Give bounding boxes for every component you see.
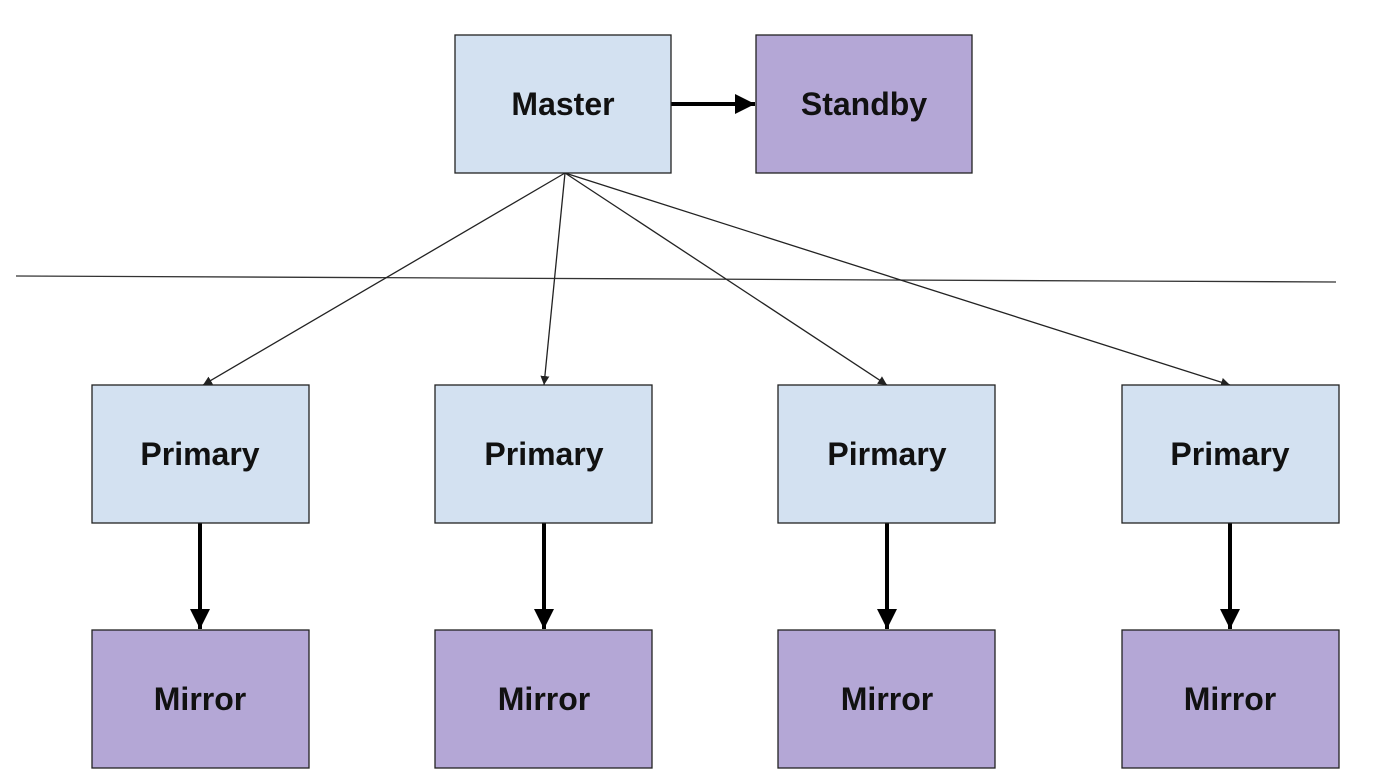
edge-master-to-primary-3 <box>564 172 888 386</box>
mirror-node-1[interactable]: Mirror <box>91 629 310 769</box>
mirror-box-1 <box>91 629 310 769</box>
divider-line <box>15 275 1337 283</box>
mirror-box-3 <box>777 629 996 769</box>
mirror-box-4 <box>1121 629 1340 769</box>
primary-node-3[interactable]: Pirmary <box>777 384 996 524</box>
edge-master-to-primary-2 <box>540 172 566 386</box>
mirror-node-4[interactable]: Mirror <box>1121 629 1340 769</box>
primary-label-1: Primary <box>140 436 259 472</box>
mirror-label-3: Mirror <box>841 681 933 717</box>
primary-label-3: Pirmary <box>827 436 946 472</box>
primary-node-1[interactable]: Primary <box>91 384 310 524</box>
primary-node-4[interactable]: Primary <box>1121 384 1340 524</box>
standby-node[interactable]: Standby <box>755 34 973 174</box>
primary-box-4 <box>1121 384 1340 524</box>
primary-label-4: Primary <box>1170 436 1289 472</box>
mirror-node-2[interactable]: Mirror <box>434 629 653 769</box>
mirror-node-3[interactable]: Mirror <box>777 629 996 769</box>
mirror-label-2: Mirror <box>498 681 590 717</box>
master-box <box>454 34 672 174</box>
mirror-box-2 <box>434 629 653 769</box>
standby-box <box>755 34 973 174</box>
primary-box-2 <box>434 384 653 524</box>
edge-master-to-primary-4 <box>564 172 1231 387</box>
primary-box-1 <box>91 384 310 524</box>
master-node[interactable]: Master <box>454 34 672 174</box>
primary-box-3 <box>777 384 996 524</box>
edge-master-to-primary-1 <box>202 172 566 386</box>
primary-label-2: Primary <box>484 436 603 472</box>
mirror-label-1: Mirror <box>154 681 246 717</box>
mirror-label-4: Mirror <box>1184 681 1276 717</box>
standby-label: Standby <box>801 86 927 122</box>
primary-node-2[interactable]: Primary <box>434 384 653 524</box>
master-label: Master <box>511 86 614 122</box>
